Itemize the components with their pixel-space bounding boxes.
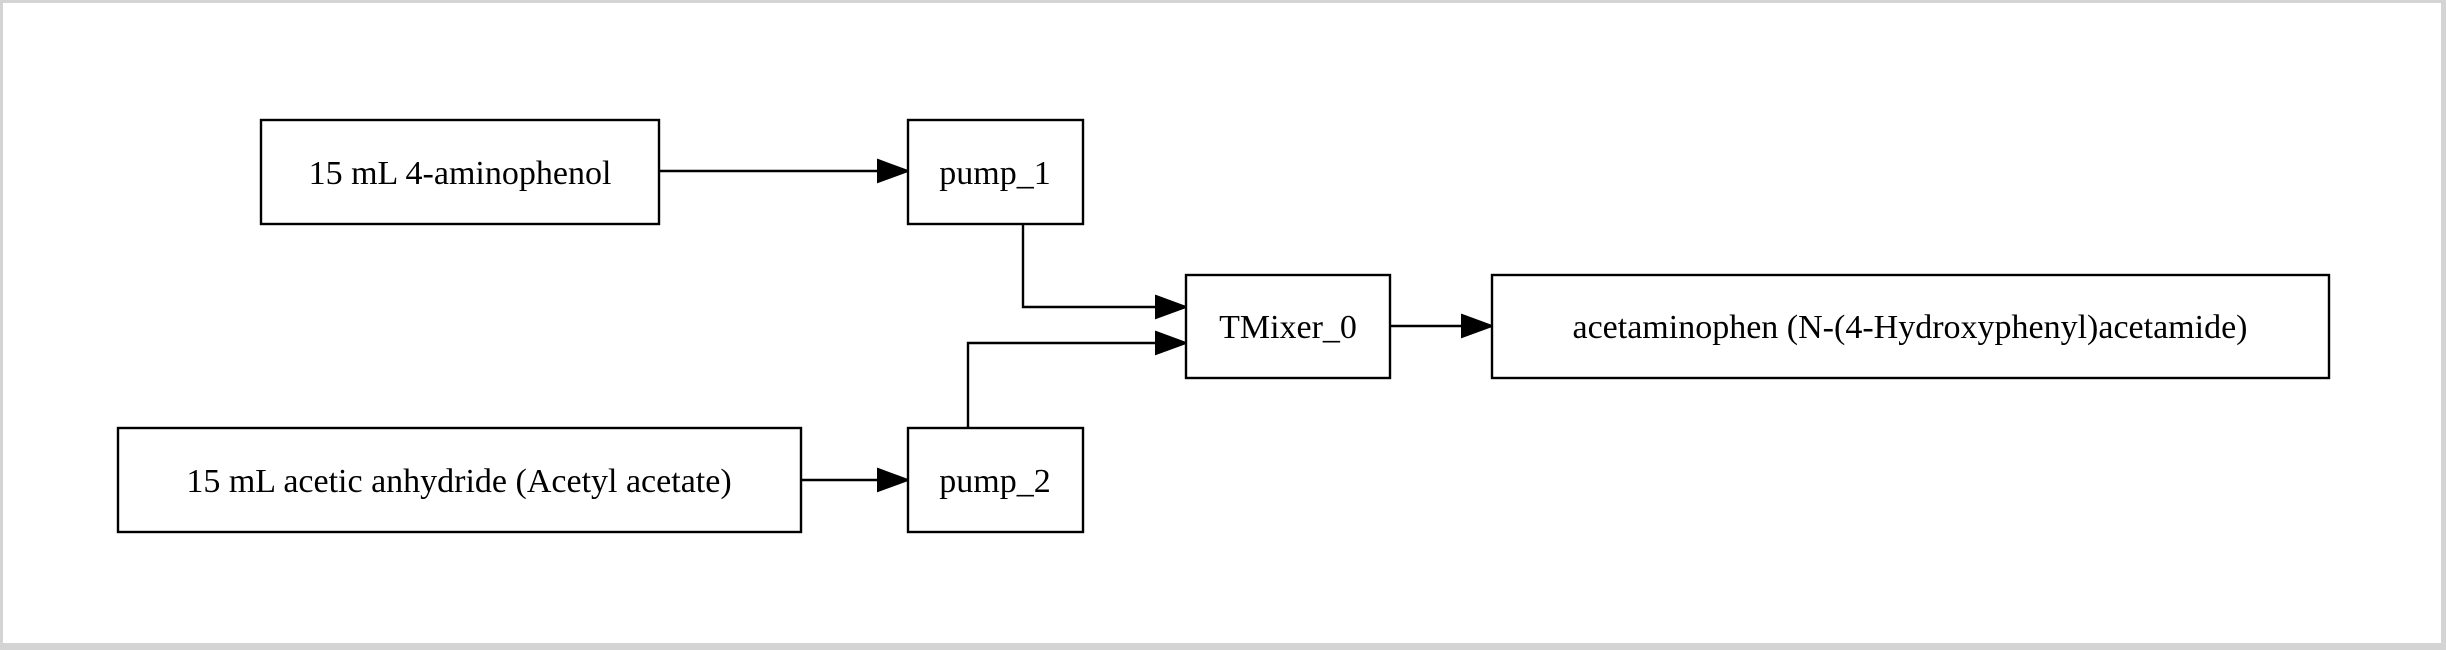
node-label: 15 mL 4-aminophenol — [309, 155, 612, 192]
node-label: 15 mL acetic anhydride (Acetyl acetate) — [186, 463, 731, 500]
node-label: TMixer_0 — [1219, 309, 1357, 346]
arrowhead-icon — [877, 158, 911, 184]
flow-diagram: 15 mL 4-aminophenol pump_1 15 mL acetic … — [116, 118, 2331, 534]
node-label: acetaminophen (N-(4-Hydroxyphenyl)acetam… — [1573, 309, 2248, 346]
node-tmixer-0[interactable]: TMixer_0 — [1184, 273, 1392, 380]
edge-pump1-to-mixer — [1021, 224, 1189, 320]
node-reagent-acetic-anhydride[interactable]: 15 mL acetic anhydride (Acetyl acetate) — [116, 426, 803, 534]
arrowhead-icon — [877, 467, 911, 493]
edge-mixer-to-product — [1390, 313, 1495, 339]
node-pump-1[interactable]: pump_1 — [906, 118, 1085, 226]
node-product-acetaminophen[interactable]: acetaminophen (N-(4-Hydroxyphenyl)acetam… — [1490, 273, 2331, 380]
edge-pump2-to-mixer — [966, 330, 1189, 428]
arrowhead-icon — [1155, 330, 1189, 356]
node-reagent-4-aminophenol[interactable]: 15 mL 4-aminophenol — [259, 118, 661, 226]
diagram-canvas: 15 mL 4-aminophenol pump_1 15 mL acetic … — [3, 3, 2441, 643]
node-pump-2[interactable]: pump_2 — [906, 426, 1085, 534]
node-label: pump_2 — [939, 463, 1050, 500]
arrowhead-icon — [1155, 294, 1189, 320]
node-label: pump_1 — [939, 155, 1050, 192]
edge-reagent2-to-pump2 — [801, 467, 911, 493]
edge-reagent1-to-pump1 — [659, 158, 911, 184]
arrowhead-icon — [1461, 313, 1495, 339]
